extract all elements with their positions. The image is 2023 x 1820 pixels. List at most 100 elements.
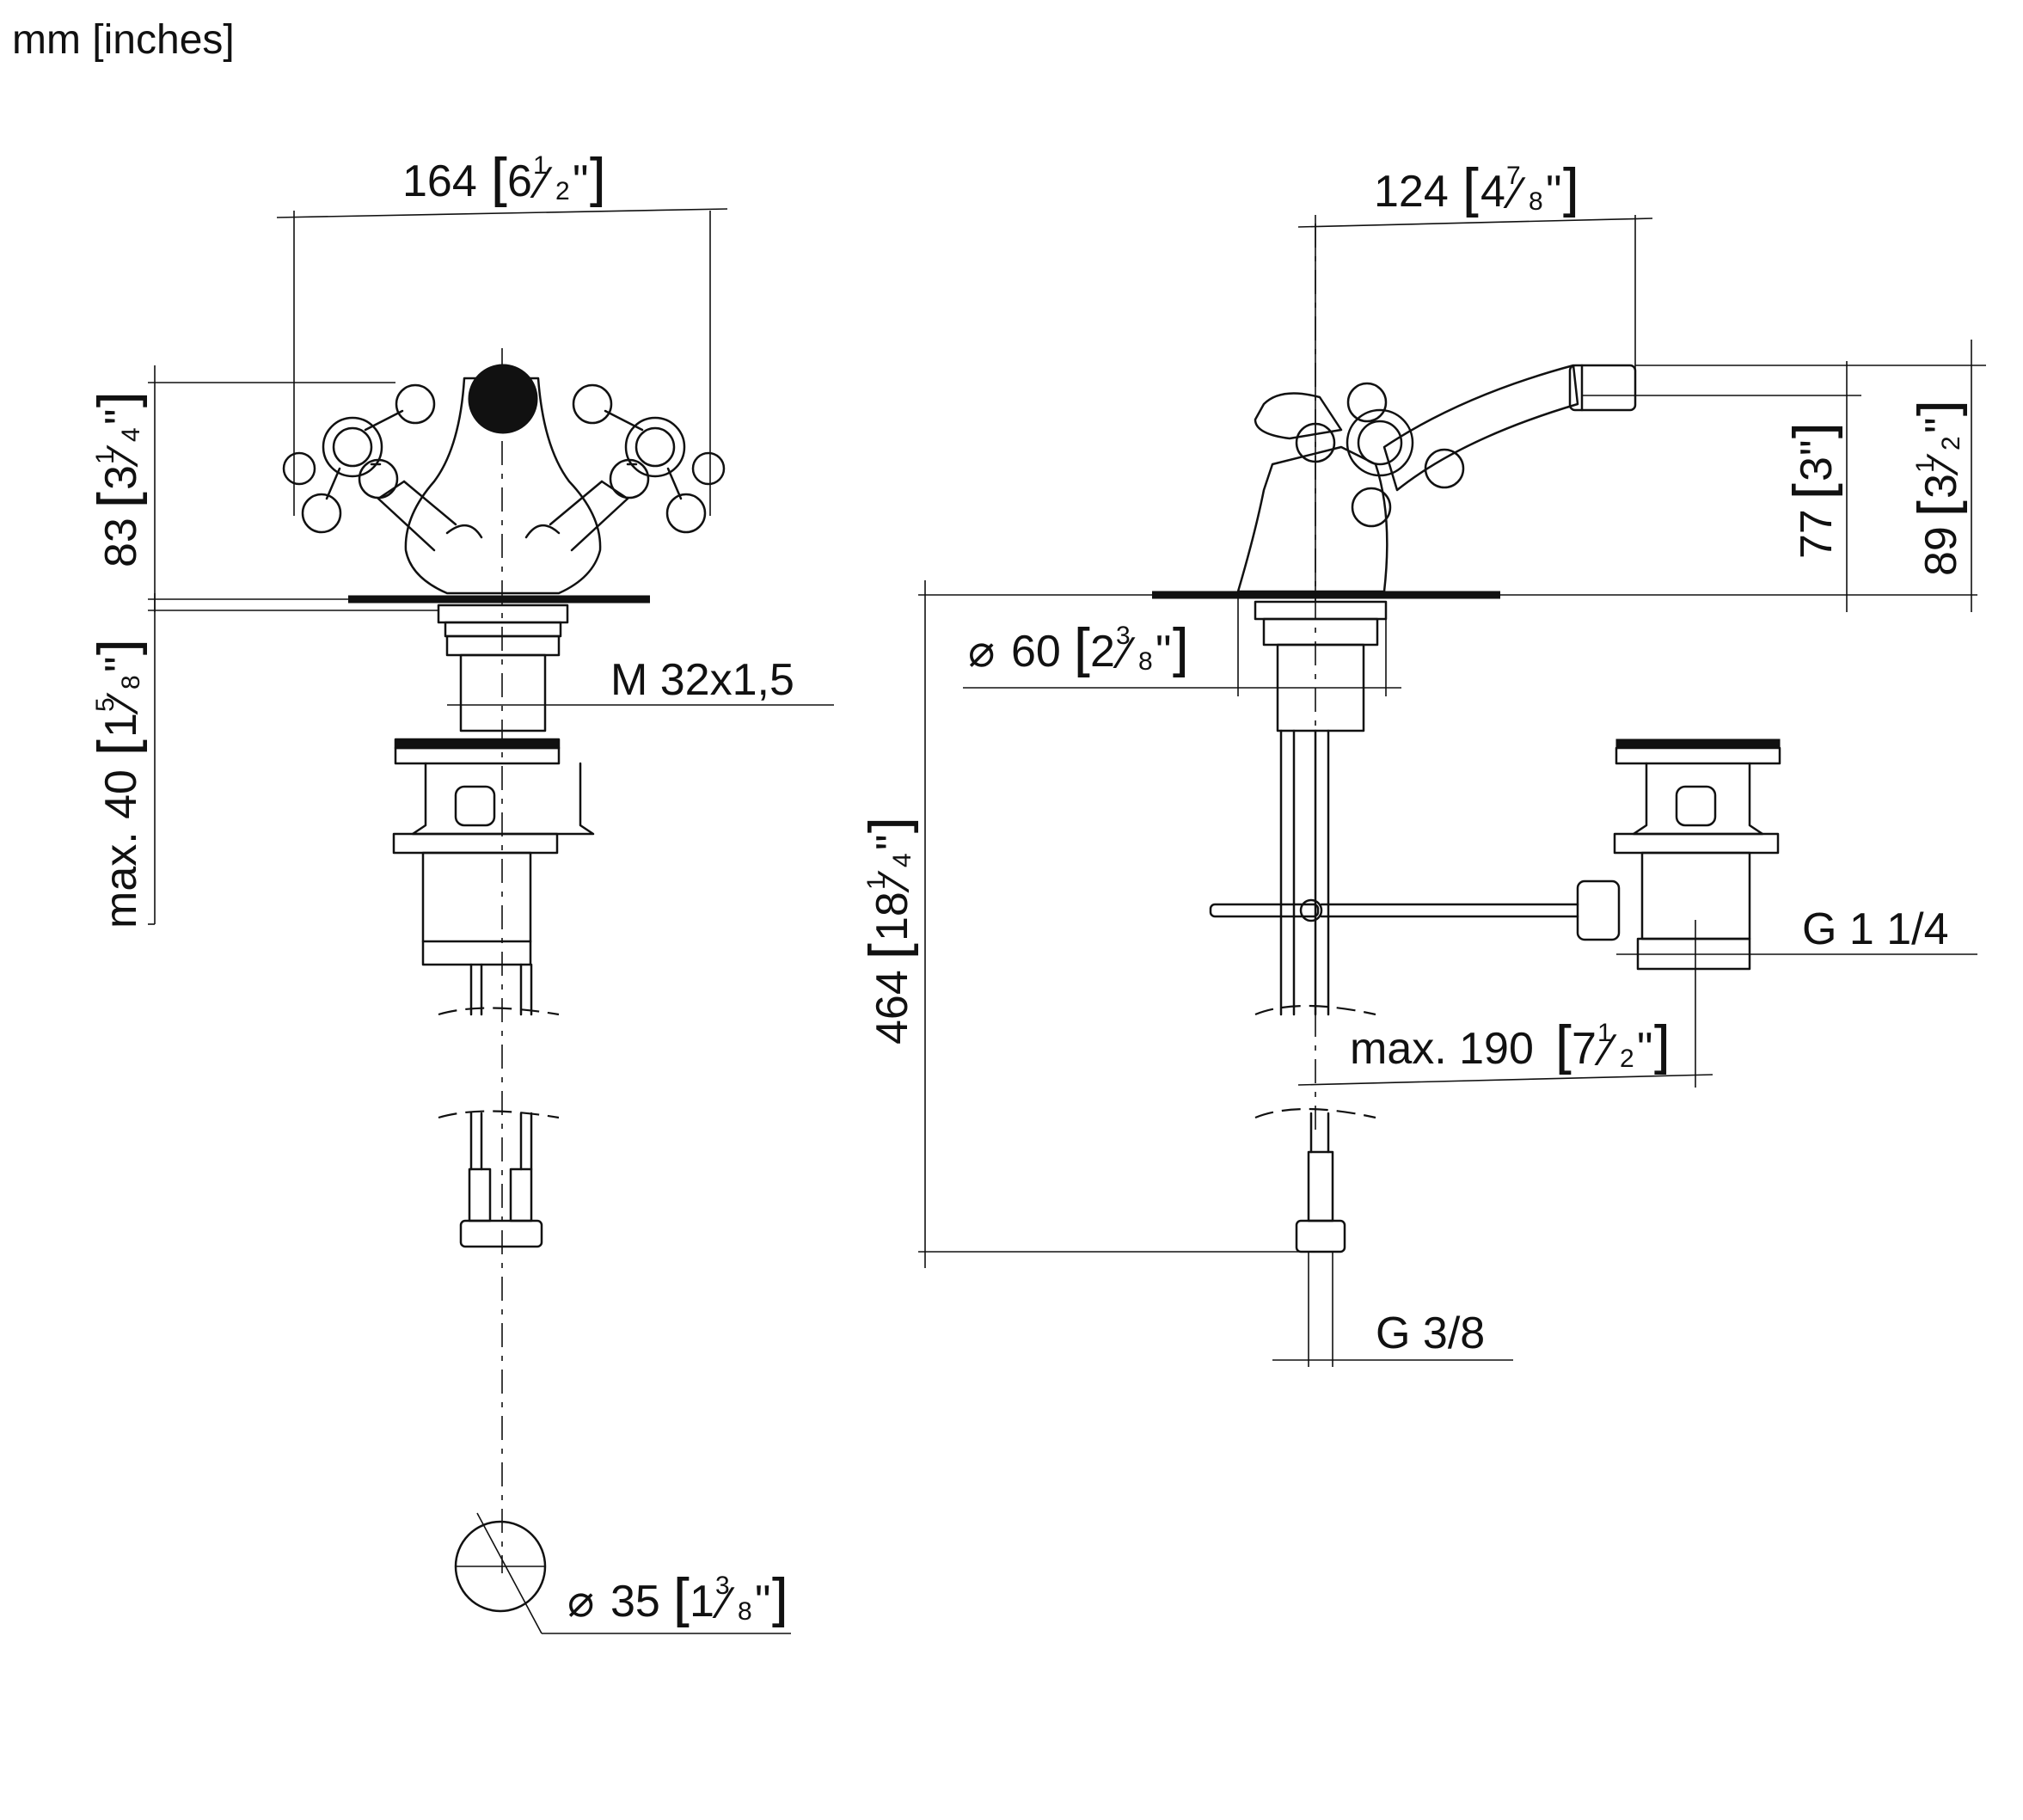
label-waste-thread: G 1 1/4 xyxy=(1802,904,1949,954)
label-diameter-60: ⌀ 60 [ 2 3 ⁄ 8 " ] xyxy=(968,617,1190,683)
label-40-inch-whole: 1 xyxy=(96,713,146,738)
inch-mark: " xyxy=(867,835,917,850)
label-35-inch-whole: 1 xyxy=(690,1577,714,1627)
label-thread: M 32x1,5 xyxy=(610,655,794,705)
label-diameter-35: ⌀ 35 [ 1 3 ⁄ 8 " ] xyxy=(567,1567,789,1633)
bracket-close: ] xyxy=(1558,157,1580,224)
bracket-open: [ xyxy=(87,734,153,757)
inch-mark: " xyxy=(1546,167,1561,217)
inch-mark: " xyxy=(1792,440,1842,456)
front-washer xyxy=(437,604,569,624)
label-164-inch-den: 2 xyxy=(555,177,570,205)
side-washer xyxy=(1254,600,1388,621)
label-190-value: max. 190 xyxy=(1350,1024,1534,1074)
bracket-open: [ xyxy=(1907,495,1973,518)
bracket-close: ] xyxy=(767,1567,789,1633)
front-hose-fitting-right xyxy=(509,1167,533,1223)
front-hoses-upper xyxy=(469,963,533,1016)
label-464: 464 [ 18 1 ⁄ 4 " ] xyxy=(858,816,924,1045)
diameter-symbol: ⌀ xyxy=(968,627,995,677)
label-60-inch-whole: 2 xyxy=(1090,627,1115,677)
side-hose-nut xyxy=(1295,1219,1346,1253)
label-89: 89 [ 3 1 ⁄ 2 " ] xyxy=(1907,399,1973,576)
label-77: 77 [ 3 " ] xyxy=(1782,421,1848,559)
dim-124-line xyxy=(1297,218,1653,228)
label-464-inch-whole: 18 xyxy=(867,892,917,941)
label-464-value: 464 xyxy=(867,970,917,1045)
bracket-open: [ xyxy=(1782,478,1848,500)
bracket-open: [ xyxy=(1462,157,1484,224)
side-spout xyxy=(1382,364,1579,492)
side-waste-ring xyxy=(1615,746,1781,765)
front-break-bottom xyxy=(438,1110,560,1119)
inch-mark: " xyxy=(96,657,146,672)
label-124-value: 124 xyxy=(1374,167,1449,217)
front-spout-head xyxy=(468,364,538,434)
label-35-value: 35 xyxy=(610,1577,660,1627)
front-waste-pipe xyxy=(421,851,532,966)
side-waste-body xyxy=(1632,762,1764,836)
side-body xyxy=(1236,445,1389,593)
side-handle-top xyxy=(1346,382,1388,423)
label-60-inch-den: 8 xyxy=(1138,647,1153,676)
front-thread-rod xyxy=(459,653,547,732)
side-linkage-coupling xyxy=(1576,879,1621,941)
side-waste-flange xyxy=(1615,738,1781,749)
label-124-inch-den: 8 xyxy=(1529,187,1543,216)
front-waste-flange xyxy=(394,738,561,750)
label-124-inch-num: 7 xyxy=(1506,162,1521,190)
label-89-inch-den: 2 xyxy=(1937,436,1965,450)
side-hose-fitting xyxy=(1307,1150,1334,1223)
label-83-inch-whole: 3 xyxy=(96,465,146,490)
label-60-inch-num: 3 xyxy=(1116,622,1131,650)
front-break-top xyxy=(438,1007,560,1016)
label-190-inch-whole: 7 xyxy=(1572,1024,1597,1074)
label-83-inch-den: 4 xyxy=(117,427,145,442)
dim-164-line xyxy=(276,208,728,218)
label-40-value: max. 40 xyxy=(96,769,146,928)
side-pipes-lower xyxy=(1309,1112,1330,1154)
bracket-close: ] xyxy=(1782,421,1848,444)
label-77-value: 77 xyxy=(1792,509,1842,559)
label-83-value: 83 xyxy=(96,518,146,567)
label-124-inch-whole: 4 xyxy=(1480,167,1505,217)
bracket-open: [ xyxy=(1554,1014,1577,1081)
front-washer-2 xyxy=(444,621,562,638)
front-waste-collar xyxy=(392,832,559,855)
front-view xyxy=(148,208,834,1634)
side-break-bottom xyxy=(1254,1107,1376,1119)
label-max-40: max. 40 [ 1 5 ⁄ 8 " ] xyxy=(87,638,153,928)
side-nut xyxy=(1262,617,1379,646)
label-164: 164 [ 6 1 ⁄ 2 " ] xyxy=(402,147,607,213)
side-view xyxy=(918,215,1986,1367)
dim-190-line xyxy=(1297,1074,1713,1086)
label-89-inch-num: 1 xyxy=(1911,458,1940,473)
front-hose-nuts xyxy=(459,1219,543,1248)
label-40-inch-den: 8 xyxy=(117,675,145,689)
front-left-handle xyxy=(282,383,436,534)
label-35-inch-den: 8 xyxy=(738,1597,752,1626)
label-35-inch-num: 3 xyxy=(715,1572,730,1600)
label-464-inch-den: 4 xyxy=(888,853,916,867)
label-60-value: 60 xyxy=(1011,627,1061,677)
units-caption: mm [inches] xyxy=(12,17,235,63)
side-waste-collar xyxy=(1613,832,1780,855)
label-40-inch-num: 5 xyxy=(91,697,120,712)
side-pipes xyxy=(1279,729,1330,1016)
front-nut xyxy=(445,634,561,657)
front-body-detail xyxy=(445,524,561,539)
inch-mark: " xyxy=(755,1577,770,1627)
side-break-top xyxy=(1254,1004,1376,1016)
inch-mark: " xyxy=(573,156,588,206)
inch-mark: " xyxy=(1916,418,1966,433)
inch-mark: " xyxy=(1156,627,1171,677)
label-464-inch-num: 1 xyxy=(862,875,891,890)
side-lever xyxy=(1254,392,1343,440)
label-max-190: max. 190 [ 7 1 ⁄ 2 " ] xyxy=(1350,1014,1671,1081)
front-waste-ring xyxy=(394,746,561,765)
bracket-close: ] xyxy=(585,147,607,213)
label-190-inch-den: 2 xyxy=(1620,1045,1634,1073)
bracket-open: [ xyxy=(490,147,512,213)
side-handle-right xyxy=(1424,448,1465,489)
